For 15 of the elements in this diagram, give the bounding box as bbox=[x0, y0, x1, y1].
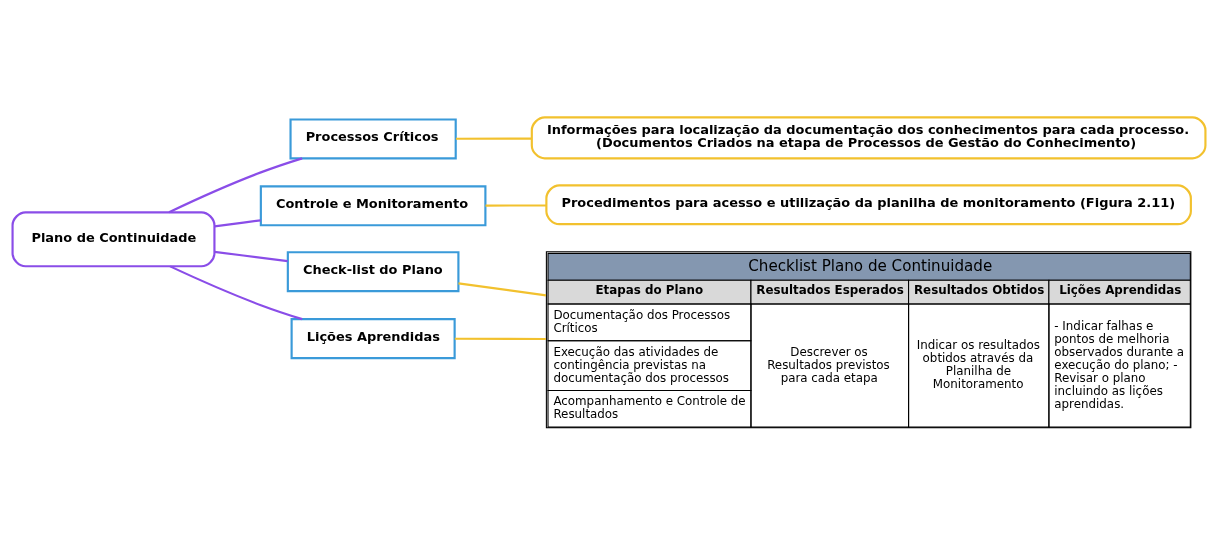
node-box: Controle e Monitoramento bbox=[259, 184, 487, 226]
node-box: Informações para localização da documentação dos conhecimentos para cada processo. (Documentos Criados na etapa de Processos de Gestão do Conhecimento) bbox=[530, 115, 1207, 159]
node-box: Lições Aprendidas bbox=[290, 317, 456, 359]
connector bbox=[214, 218, 261, 227]
connector bbox=[458, 281, 547, 296]
node-box: Plano de Continuidade bbox=[11, 210, 216, 267]
node-box: Processos Críticos bbox=[289, 117, 457, 159]
connector bbox=[454, 337, 546, 340]
connector bbox=[169, 264, 303, 320]
connector bbox=[214, 250, 288, 262]
node-box: Procedimentos para acesso e utilização da planilha de monitoramento (Figura 2.11) bbox=[545, 183, 1192, 225]
connector bbox=[485, 203, 547, 207]
node-box: Check-list do Plano bbox=[286, 250, 460, 292]
connector bbox=[455, 137, 532, 140]
connector bbox=[168, 156, 303, 213]
